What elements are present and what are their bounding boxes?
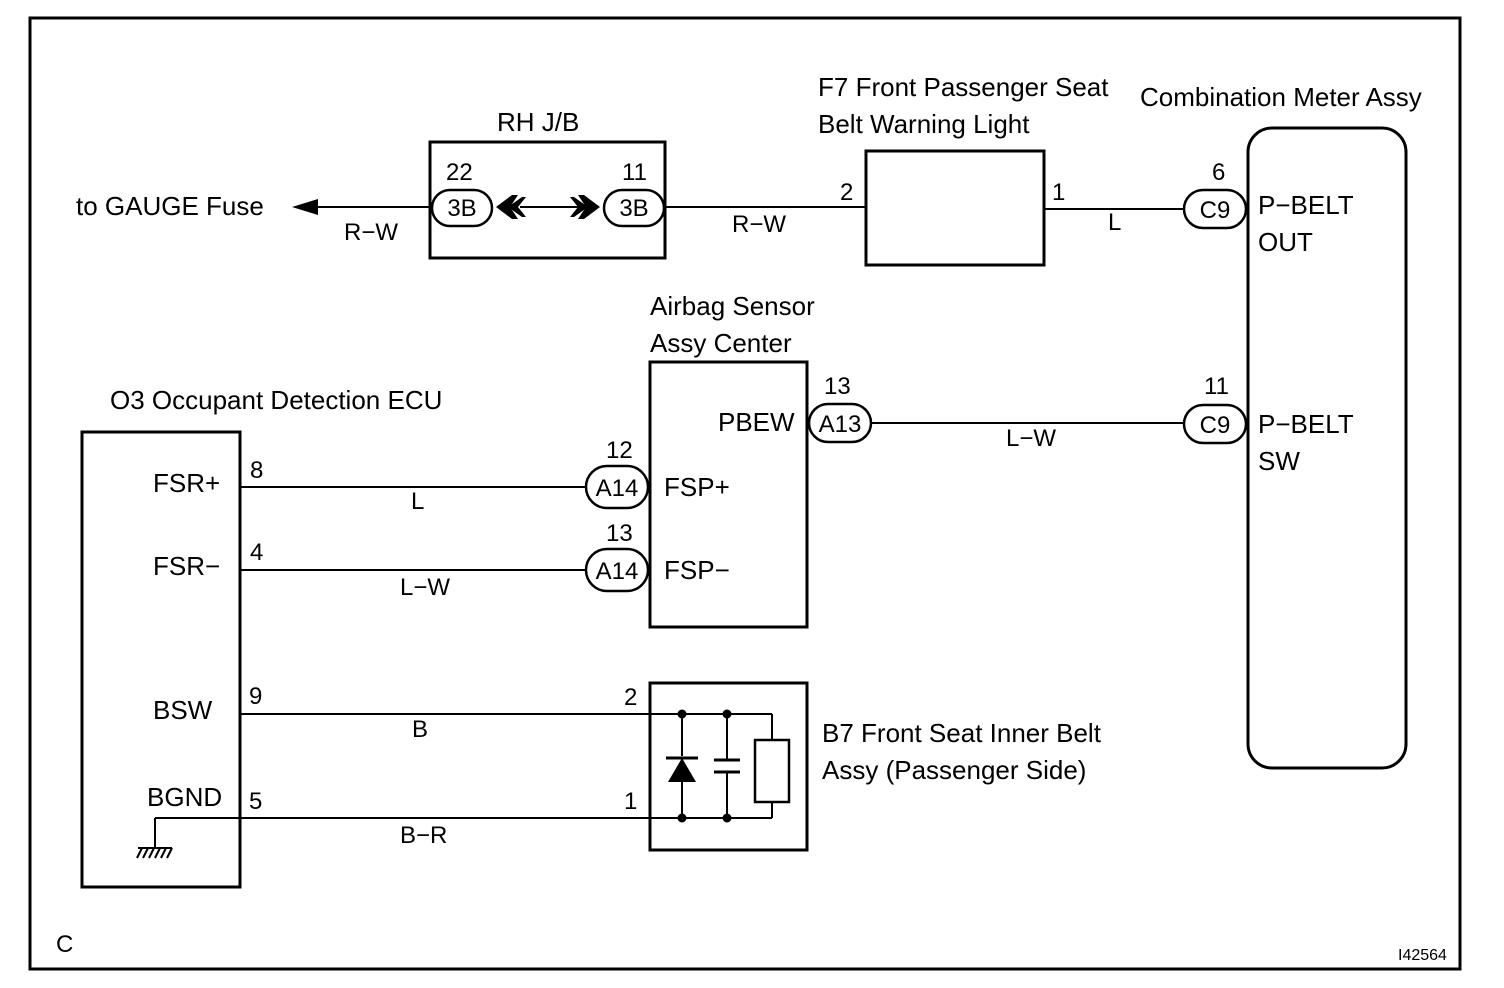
meter-mid-connector-code: C9 (1200, 412, 1231, 439)
meter-top-pin: 6 (1212, 159, 1225, 186)
jb-left-connector-code: 3B (447, 195, 476, 222)
airbag-fsp-minus-label: FSP− (664, 555, 730, 585)
warning-light-label-2: Belt Warning Light (818, 109, 1030, 139)
airbag-fsp-minus-pin: 13 (606, 520, 633, 547)
chevron-left-icon-inner (508, 197, 526, 217)
airbag-fsp-minus-connector-code: A14 (596, 558, 639, 585)
airbag-sensor-label-1: Airbag Sensor (650, 291, 815, 321)
ecu-bsw-label: BSW (153, 695, 213, 725)
arrow-left-icon (292, 199, 318, 215)
gauge-fuse-label: to GAUGE Fuse (76, 191, 264, 221)
warning-light-label-1: F7 Front Passenger Seat (818, 72, 1109, 102)
light-in-pin: 2 (840, 179, 853, 206)
ecu-bsw-pin: 9 (249, 683, 262, 710)
combination-meter-label: Combination Meter Assy (1140, 82, 1422, 112)
meter-mid-pin: 11 (1204, 373, 1229, 400)
ecu-fsr-plus-pin: 8 (250, 457, 263, 484)
occupant-ecu-label: O3 Occupant Detection ECU (110, 385, 442, 415)
meter-top-connector-code: C9 (1200, 197, 1231, 224)
airbag-pbew-pin: 13 (824, 373, 851, 400)
combination-meter-box (1246, 126, 1408, 770)
rh-jb-label: RH J/B (497, 107, 579, 137)
wire-color-fsr-minus: L−W (400, 574, 450, 601)
diagram-frame (28, 16, 1462, 971)
airbag-pbew-connector-code: A13 (819, 411, 862, 438)
ecu-fsr-minus-pin: 4 (250, 539, 263, 566)
jb-left-connector (430, 188, 494, 228)
frame-label: C (56, 931, 73, 958)
ecu-bgnd-pin: 5 (249, 788, 262, 815)
occupant-ecu-box (80, 430, 242, 889)
belt-top-pin: 2 (624, 684, 637, 711)
airbag-pbew-label: PBEW (718, 407, 795, 437)
meter-pbelt-out-label-1: P−BELT (1258, 190, 1354, 220)
airbag-sensor-label-2: Assy Center (650, 328, 792, 358)
ground-icon (136, 818, 173, 859)
belt-assy-box (648, 681, 809, 852)
wire-color-fsr-plus: L (411, 488, 424, 515)
airbag-sensor-box (648, 360, 809, 629)
airbag-fsp-plus-label: FSP+ (664, 472, 730, 502)
wire-color-pbew-to-meter: L−W (1006, 425, 1056, 452)
wire-color-bgnd: B−R (400, 822, 447, 849)
diode-icon (668, 758, 696, 782)
meter-pbelt-sw-label-2: SW (1258, 446, 1300, 476)
belt-assy-label-2: Assy (Passenger Side) (822, 755, 1086, 785)
resistor-icon (753, 738, 791, 804)
wire-color-bsw: B (412, 716, 428, 743)
meter-top-connector (1182, 188, 1248, 230)
wire-color-light-to-meter: L (1108, 209, 1121, 236)
capacitor-icon (714, 714, 740, 818)
wire-color-jb-to-light: R−W (732, 211, 786, 238)
ecu-bgnd-label: BGND (147, 782, 222, 812)
belt-switch-circuit (666, 709, 791, 823)
airbag-fsp-plus-connector-code: A14 (596, 475, 639, 502)
meter-pbelt-out-label-2: OUT (1258, 227, 1313, 257)
jb-right-pin: 11 (622, 159, 647, 186)
wire-color-fuse-to-jb: R−W (344, 219, 398, 246)
meter-pbelt-sw-label-1: P−BELT (1258, 409, 1354, 439)
ecu-fsr-plus-label: FSR+ (153, 468, 220, 498)
light-out-pin: 1 (1052, 179, 1065, 206)
chevron-right-icon-inner (570, 197, 588, 217)
chevron-left-icon (496, 195, 518, 219)
ecu-fsr-minus-label: FSR− (153, 551, 220, 581)
rh-jb-box (428, 140, 667, 260)
chevron-right-icon (578, 195, 600, 219)
drawing-id: I42564 (1398, 947, 1447, 964)
belt-assy-label-1: B7 Front Seat Inner Belt (822, 718, 1102, 748)
jb-right-connector-code: 3B (619, 195, 648, 222)
airbag-fsp-plus-pin: 12 (606, 437, 633, 464)
jb-left-pin: 22 (446, 159, 473, 186)
warning-light-box (864, 149, 1046, 267)
belt-bottom-pin: 1 (624, 788, 637, 815)
